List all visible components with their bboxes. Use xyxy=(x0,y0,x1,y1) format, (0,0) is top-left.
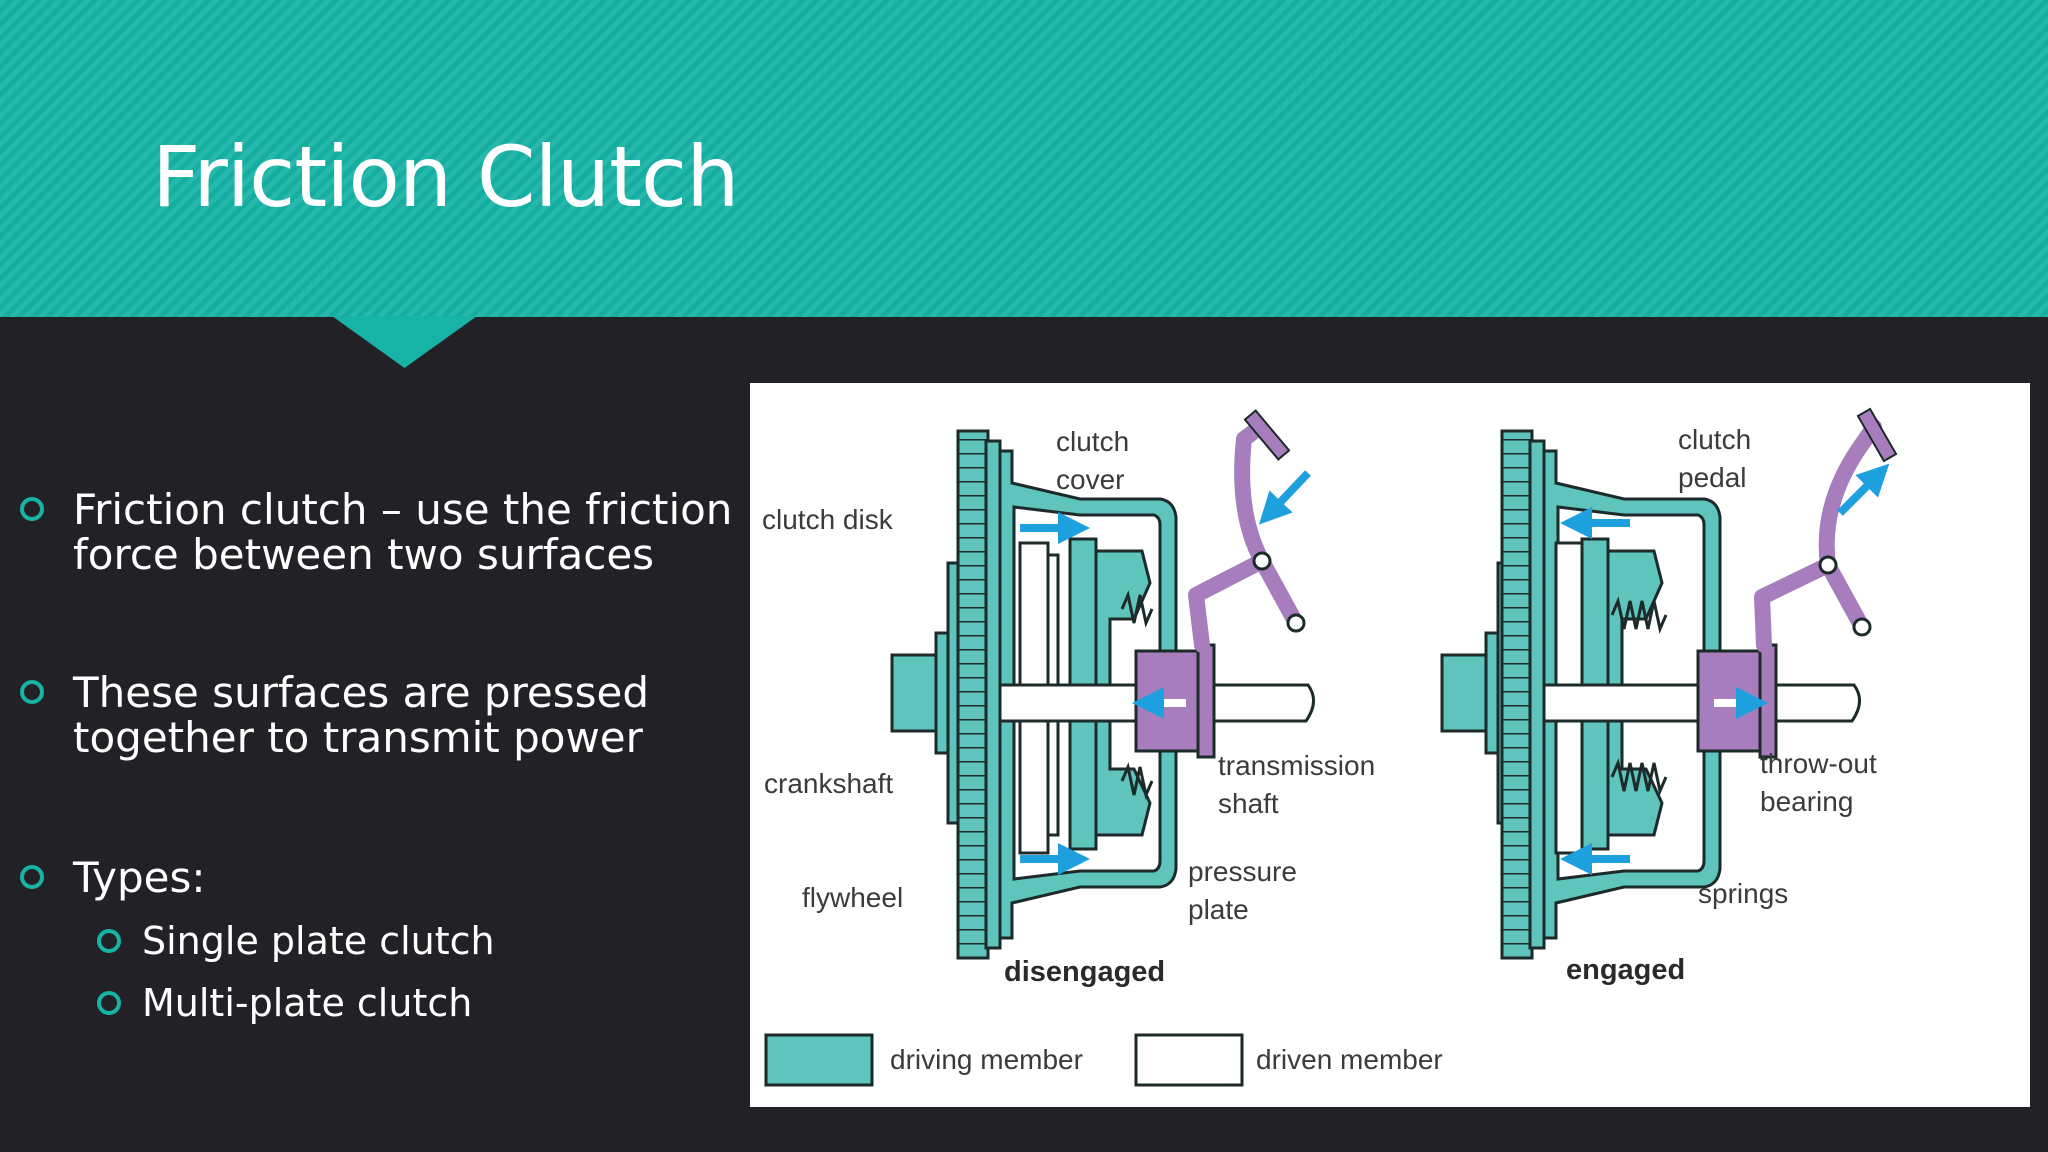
caption-engaged: engaged xyxy=(1566,954,1685,986)
label-throw-out-bearing: throw-out xyxy=(1760,748,1877,779)
sub-bullet-text: Single plate clutch xyxy=(142,919,495,963)
label-clutch-cover: clutch xyxy=(1056,426,1129,457)
label-flywheel: flywheel xyxy=(802,882,903,913)
caption-disengaged: disengaged xyxy=(1004,956,1165,988)
label-clutch-disk: clutch disk xyxy=(762,504,894,535)
label-clutch-pedal: clutch xyxy=(1678,424,1751,455)
legend-swatch-driven xyxy=(1134,1033,1244,1087)
title-banner xyxy=(0,0,2048,317)
pressure-plate-body xyxy=(1094,549,1152,837)
label-pressure-plate: plate xyxy=(1188,894,1249,925)
flywheel-rim xyxy=(984,439,1002,950)
crankshaft-hub xyxy=(1440,653,1494,733)
pedal-arrow-up xyxy=(1837,463,1890,516)
ring-bullet-icon xyxy=(97,991,121,1015)
clutch-pedal-linkage xyxy=(1188,419,1304,653)
clutch-pedal-pad xyxy=(1856,407,1898,463)
pedal-pivot xyxy=(1818,555,1838,575)
label-transmission-shaft: transmission xyxy=(1218,750,1375,781)
legend-label-driven: driven member xyxy=(1256,1044,1443,1075)
disengaged-clutch xyxy=(890,409,1315,960)
clutch-pedal-pad xyxy=(1243,409,1291,461)
ring-bullet-icon xyxy=(97,929,121,953)
flywheel-gear-ring xyxy=(956,429,990,960)
flywheel-rim xyxy=(1528,439,1546,950)
spring-lower xyxy=(1120,762,1154,800)
throw-out-collar xyxy=(1758,643,1778,759)
ring-bullet-icon xyxy=(20,865,44,889)
engaged-clutch xyxy=(1440,407,1898,960)
pedal-arrow-down xyxy=(1258,470,1311,525)
label-crankshaft: crankshaft xyxy=(764,768,893,799)
legend-label-driving: driving member xyxy=(890,1044,1083,1075)
spring-lower xyxy=(1610,758,1668,796)
pedal-pivot xyxy=(1252,551,1272,571)
bullet-text: Types: xyxy=(73,853,206,902)
label-pressure-plate: pressure xyxy=(1188,856,1297,887)
label-throw-out-bearing: bearing xyxy=(1760,786,1853,817)
banner-notch xyxy=(332,316,477,368)
pedal-pivot xyxy=(1852,617,1872,637)
sub-bullet-text: Multi-plate clutch xyxy=(142,981,473,1025)
throw-out-collar xyxy=(1196,643,1216,759)
legend: driving member driven member xyxy=(764,1033,1443,1087)
pedal-pivot xyxy=(1286,613,1306,633)
legend-swatch-driving xyxy=(764,1033,874,1087)
spring-upper xyxy=(1120,590,1154,628)
label-springs: springs xyxy=(1698,878,1788,909)
spring-upper xyxy=(1610,596,1668,634)
label-clutch-pedal: pedal xyxy=(1678,462,1747,493)
label-clutch-cover: cover xyxy=(1056,464,1124,495)
label-transmission-shaft: shaft xyxy=(1218,788,1279,819)
ring-bullet-icon xyxy=(20,680,44,704)
clutch-diagram: clutch cover clutch disk crankshaft flyw… xyxy=(750,383,2030,1107)
bullet-text: These surfaces are pressed together to t… xyxy=(73,668,650,762)
clutch-diagram-svg: clutch cover clutch disk crankshaft flyw… xyxy=(762,407,1898,1087)
clutch-pedal-linkage xyxy=(1754,419,1882,653)
flywheel-gear-ring xyxy=(1500,429,1534,960)
ring-bullet-icon xyxy=(20,497,44,521)
slide-title: Friction Clutch xyxy=(152,128,739,226)
bullet-text: Friction clutch – use the friction force… xyxy=(73,485,733,579)
